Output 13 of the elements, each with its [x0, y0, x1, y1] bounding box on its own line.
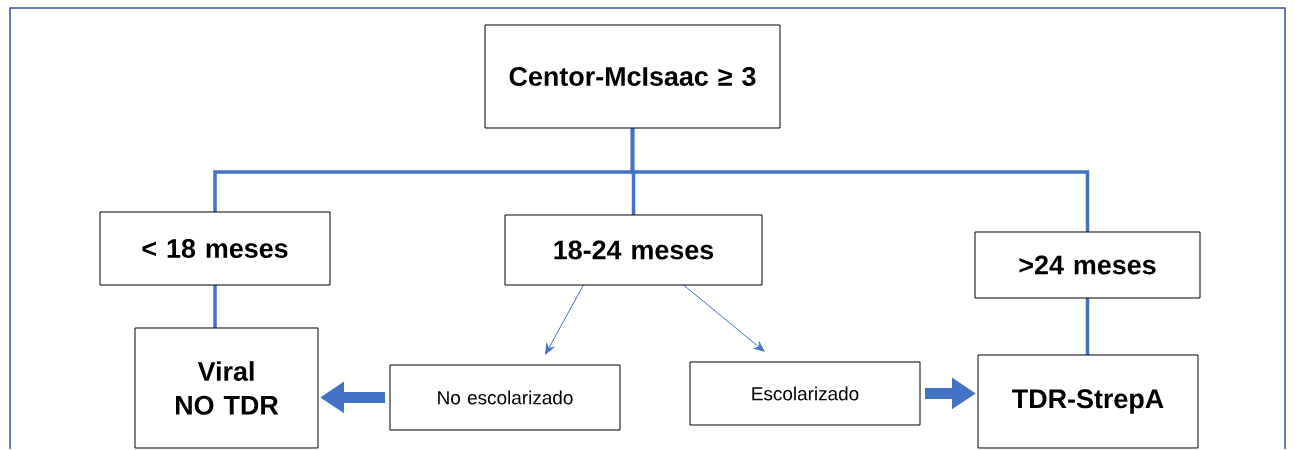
connector-line: [1085, 298, 1090, 355]
connector-line: [630, 128, 1090, 232]
box: Viral NO TDR: [134, 327, 319, 449]
arrow: [545, 284, 584, 355]
box: TDR-StrepA: [977, 354, 1199, 449]
connector-line: [213, 285, 217, 328]
box: No escolarizado: [389, 364, 621, 431]
box: 18-24 meses: [504, 214, 763, 286]
box: < 18 meses: [99, 211, 331, 286]
arrow: [683, 284, 765, 352]
box: Centor-McIsaac ≥ 3: [484, 24, 781, 129]
box: Escolarizado: [689, 361, 921, 426]
box: >24 meses: [974, 231, 1201, 299]
